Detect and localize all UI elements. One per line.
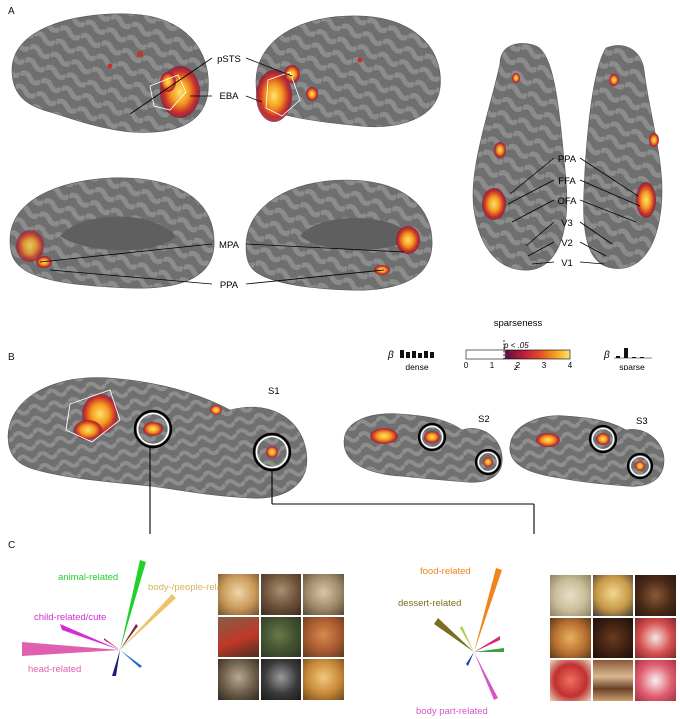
photo-squirrel [303,616,344,658]
label-v1: V1 [561,258,573,269]
photo-pug [303,574,344,615]
tick-1: 1 [490,361,495,370]
label-animal-related: animal-related [58,572,118,583]
legend-sparse: sparse [619,362,645,370]
photo-kitten [260,659,302,700]
wedge-dessert [434,618,474,652]
colorbar [465,349,571,360]
subject-s1: S1 [268,386,280,397]
brain-s2 [343,413,503,483]
photo-strawberries [550,660,591,701]
photo-dog-red [218,616,259,658]
photo-grid-food [550,575,676,701]
label-food-related: food-related [420,566,471,577]
label-psts: pSTS [217,54,241,65]
label-head-related: head-related [28,664,81,675]
tick-2: 2 [516,361,521,370]
leader-lines-a [39,57,641,285]
legend-title: sparseness [494,318,543,329]
label-body-part-related: body part-related [416,706,488,717]
brain-s1 [7,377,308,499]
panel-label-c: C [8,540,16,551]
wedge-food [474,568,502,652]
connectors-b-c [149,447,535,534]
sparseness-legend: sparseness p < .05 0 1 2 3 4 β dense β s… [387,318,652,370]
wedges-right [434,568,504,700]
photo-puppy [218,574,259,615]
wedge-child [60,624,120,650]
beta-dense: β [387,350,394,361]
legend-p-label: p < .05 [503,341,529,350]
wedge-head [22,642,120,656]
brain-lateral-right [255,15,441,127]
brain-ventral-left [472,43,568,271]
wedge-animal [120,560,146,650]
photo-parfait [635,617,676,659]
sparse-bars [616,348,644,358]
label-ffa: FFA [558,176,576,187]
photo-pug-dark [218,659,259,700]
tick-4: 4 [568,361,573,370]
tick-0: 0 [464,361,469,370]
label-child-related: child-related/cute [34,612,106,623]
panel-c-figure: animal-related body-/people-related chil… [22,560,504,717]
tick-3: 3 [542,361,547,370]
label-ppa-medial: PPA [220,280,239,291]
photo-ice-cream-cone [592,575,634,616]
brain-medial-left [9,177,215,289]
label-v2: V2 [561,238,573,249]
photo-brownie [592,617,634,659]
dense-bars [400,350,434,358]
label-ofa: OFA [557,196,577,207]
photo-cookies [550,575,591,616]
wedge-body [120,594,176,650]
wedge-bodypart [474,652,498,700]
label-v3: V3 [561,218,573,229]
photo-owl [260,574,302,615]
legend-axis: z [513,363,518,370]
brain-s3 [509,415,665,487]
panel-label-a: A [8,6,15,17]
label-eba: EBA [219,91,239,102]
label-body-people-related: body-/people-related [148,582,235,593]
brain-lateral-left [11,13,209,133]
wedges-left [22,560,176,676]
photo-grid-animals [218,574,344,700]
photo-duck [260,616,302,658]
subject-s2: S2 [478,414,490,425]
label-dessert-related: dessert-related [398,598,461,609]
photo-golden-puppy [303,659,344,700]
brain-ventral-right [583,45,663,269]
label-mpa: MPA [219,240,240,251]
photo-chocolate [635,575,676,616]
photo-strawberry-dessert [635,660,676,701]
photo-tiramisu [592,660,634,701]
beta-sparse: β [603,350,610,361]
legend-dense: dense [405,362,428,370]
photo-pastry [550,617,591,659]
panel-a-figure: pSTS EBA MPA PPA PPA FFA OFA V3 V2 V1 [9,13,663,291]
label-ppa-ventral: PPA [558,154,577,165]
subject-s3: S3 [636,416,648,427]
panel-label-b: B [8,352,15,363]
brain-medial-right [245,179,433,291]
panel-b-figure: S1 S2 S3 [7,377,665,534]
